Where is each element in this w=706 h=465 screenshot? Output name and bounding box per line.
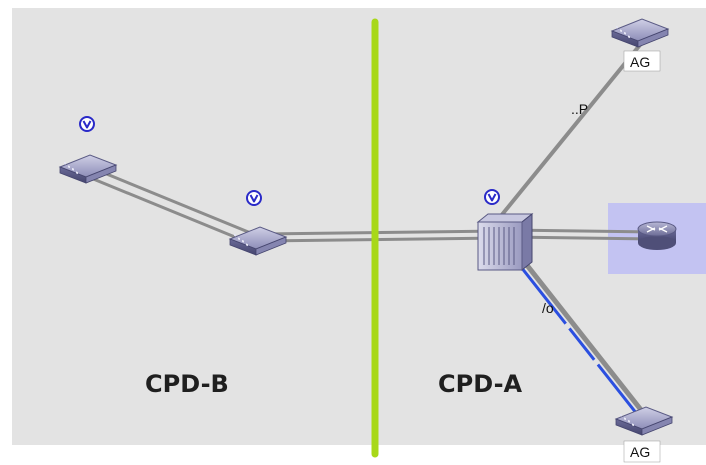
diagram-background xyxy=(12,8,706,445)
link-chassis-to-ag-bottom[interactable] xyxy=(508,248,651,424)
region-label-cpd-b: CPD-B xyxy=(145,370,229,398)
ag-bottom-label: AG xyxy=(630,444,650,460)
link-label-lower: /o xyxy=(542,300,554,316)
ag-top-label: AG xyxy=(630,54,650,70)
router[interactable] xyxy=(637,221,677,250)
router-icon xyxy=(637,221,677,250)
link-label-upper: ..P xyxy=(571,101,588,117)
v-badge-icon xyxy=(79,116,95,132)
ag-device-bottom[interactable]: AG xyxy=(615,406,673,463)
region-label-cpd-a: CPD-A xyxy=(438,370,523,398)
links xyxy=(85,38,657,424)
chassis-switch-icon xyxy=(476,212,534,272)
v-badge-icon xyxy=(246,190,262,206)
link-left-switch-to-center-switch[interactable] xyxy=(85,166,259,246)
chassis-switch[interactable] xyxy=(476,189,534,272)
link-chassis-to-ag-top[interactable] xyxy=(494,38,646,224)
ag-device-top[interactable]: AG xyxy=(611,18,669,72)
v-badge-icon xyxy=(484,189,500,205)
link-center-switch-to-chassis[interactable] xyxy=(261,229,503,243)
